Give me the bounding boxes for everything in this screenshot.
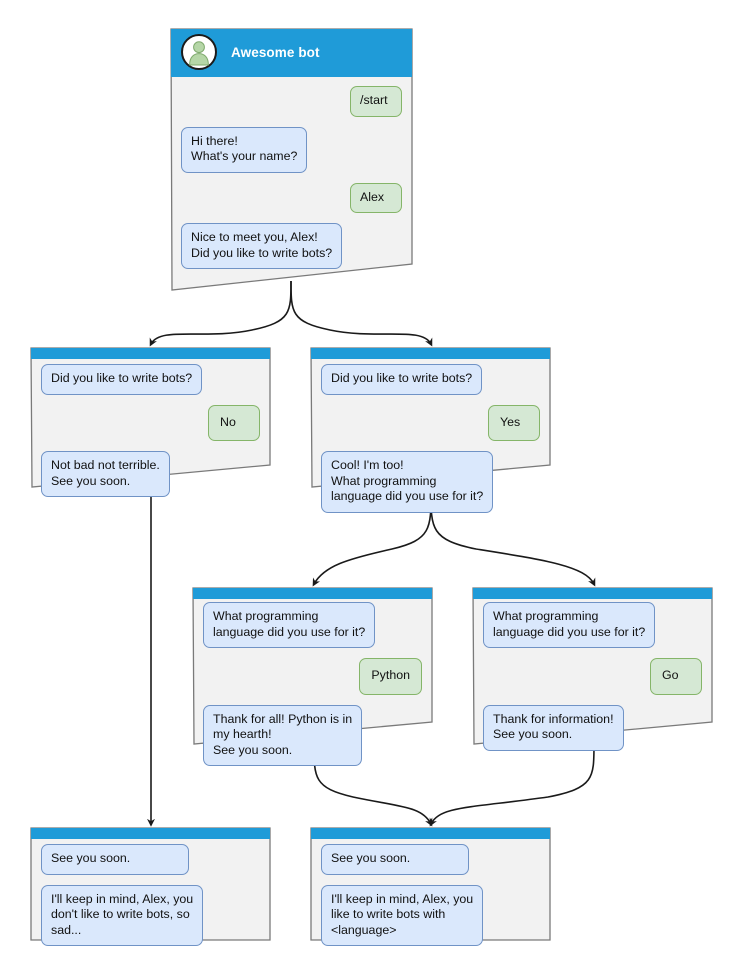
card-header-strip: [472, 587, 713, 598]
person-avatar-icon: [181, 34, 217, 70]
card-end-sad-chat: See you soon. I'll keep in mind, Alex, y…: [30, 838, 271, 946]
message-row: Go: [483, 658, 702, 695]
message-row: Thank for all! Python is in my hearth! S…: [203, 704, 422, 766]
message-row: Hi there! What's your name?: [181, 126, 402, 173]
user-message-bubble[interactable]: No: [208, 404, 260, 441]
message-row: Alex: [181, 182, 402, 213]
bot-message-bubble[interactable]: Hi there! What's your name?: [181, 126, 308, 173]
message-row: Yes: [321, 404, 540, 441]
card-header-strip: [30, 347, 271, 358]
card-end-happy[interactable]: See you soon. I'll keep in mind, Alex, y…: [310, 827, 551, 946]
message-row: I'll keep in mind, Alex, you don't like …: [41, 884, 260, 946]
bot-message-bubble[interactable]: I'll keep in mind, Alex, you don't like …: [41, 884, 204, 946]
card-branch-go[interactable]: What programming language did you use fo…: [472, 587, 713, 751]
message-row: Did you like to write bots?: [41, 364, 260, 395]
message-row: What programming language did you use fo…: [483, 602, 702, 648]
message-row: See you soon.: [321, 844, 540, 875]
bot-message-bubble[interactable]: What programming language did you use fo…: [483, 602, 656, 648]
bot-message-bubble[interactable]: Thank for information! See you soon.: [483, 704, 624, 751]
message-row: Thank for information! See you soon.: [483, 704, 702, 751]
bot-message-bubble[interactable]: Thank for all! Python is in my hearth! S…: [203, 704, 363, 766]
card-root[interactable]: Awesome bot /start Hi there! What's your…: [170, 28, 413, 293]
message-row: Nice to meet you, Alex! Did you like to …: [181, 223, 402, 269]
card-branch-go-content: What programming language did you use fo…: [472, 587, 713, 761]
message-row: What programming language did you use fo…: [203, 602, 422, 648]
user-message-bubble[interactable]: Alex: [350, 182, 402, 213]
card-branch-python[interactable]: What programming language did you use fo…: [192, 587, 433, 766]
card-branch-no[interactable]: Did you like to write bots? No Not bad n…: [30, 347, 271, 497]
message-row: Not bad not terrible. See you soon.: [41, 451, 260, 497]
card-branch-no-content: Did you like to write bots? No Not bad n…: [30, 347, 271, 507]
card-branch-python-content: What programming language did you use fo…: [192, 587, 433, 776]
card-end-happy-chat: See you soon. I'll keep in mind, Alex, y…: [310, 838, 551, 946]
card-header-strip: [30, 827, 271, 838]
bot-message-bubble[interactable]: Did you like to write bots?: [41, 364, 203, 395]
card-branch-go-chat: What programming language did you use fo…: [472, 598, 713, 751]
card-end-sad[interactable]: See you soon. I'll keep in mind, Alex, y…: [30, 827, 271, 946]
bot-message-bubble[interactable]: I'll keep in mind, Alex, you like to wri…: [321, 884, 484, 946]
card-branch-yes-content: Did you like to write bots? Yes Cool! I'…: [310, 347, 551, 523]
message-row: I'll keep in mind, Alex, you like to wri…: [321, 884, 540, 946]
bot-message-bubble[interactable]: See you soon.: [321, 844, 469, 875]
bot-name-label: Awesome bot: [231, 44, 320, 60]
user-message-bubble[interactable]: Go: [650, 658, 702, 695]
user-message-bubble[interactable]: /start: [350, 86, 402, 117]
card-branch-no-chat: Did you like to write bots? No Not bad n…: [30, 358, 271, 497]
message-row: See you soon.: [41, 844, 260, 875]
card-root-content: Awesome bot /start Hi there! What's your…: [170, 28, 413, 279]
card-end-happy-content: See you soon. I'll keep in mind, Alex, y…: [310, 827, 551, 956]
card-header-strip: [192, 587, 433, 598]
card-root-chat: /start Hi there! What's your name? Alex …: [170, 76, 413, 269]
bot-message-bubble[interactable]: See you soon.: [41, 844, 189, 875]
message-row: Cool! I'm too! What programming language…: [321, 451, 540, 513]
card-branch-yes-chat: Did you like to write bots? Yes Cool! I'…: [310, 358, 551, 513]
message-row: /start: [181, 86, 402, 117]
bot-message-bubble[interactable]: What programming language did you use fo…: [203, 602, 376, 648]
card-header-strip: [310, 347, 551, 358]
bot-message-bubble[interactable]: Not bad not terrible. See you soon.: [41, 451, 170, 497]
bot-message-bubble[interactable]: Did you like to write bots?: [321, 364, 483, 395]
bot-message-bubble[interactable]: Nice to meet you, Alex! Did you like to …: [181, 223, 343, 269]
card-end-sad-content: See you soon. I'll keep in mind, Alex, y…: [30, 827, 271, 956]
bot-message-bubble[interactable]: Cool! I'm too! What programming language…: [321, 451, 494, 513]
message-row: No: [41, 404, 260, 441]
user-message-bubble[interactable]: Python: [359, 658, 422, 695]
card-root-header: Awesome bot: [170, 28, 413, 76]
card-branch-python-chat: What programming language did you use fo…: [192, 598, 433, 766]
card-branch-yes[interactable]: Did you like to write bots? Yes Cool! I'…: [310, 347, 551, 513]
card-header-strip: [310, 827, 551, 838]
message-row: Did you like to write bots?: [321, 364, 540, 395]
user-message-bubble[interactable]: Yes: [488, 404, 540, 441]
message-row: Python: [203, 658, 422, 695]
